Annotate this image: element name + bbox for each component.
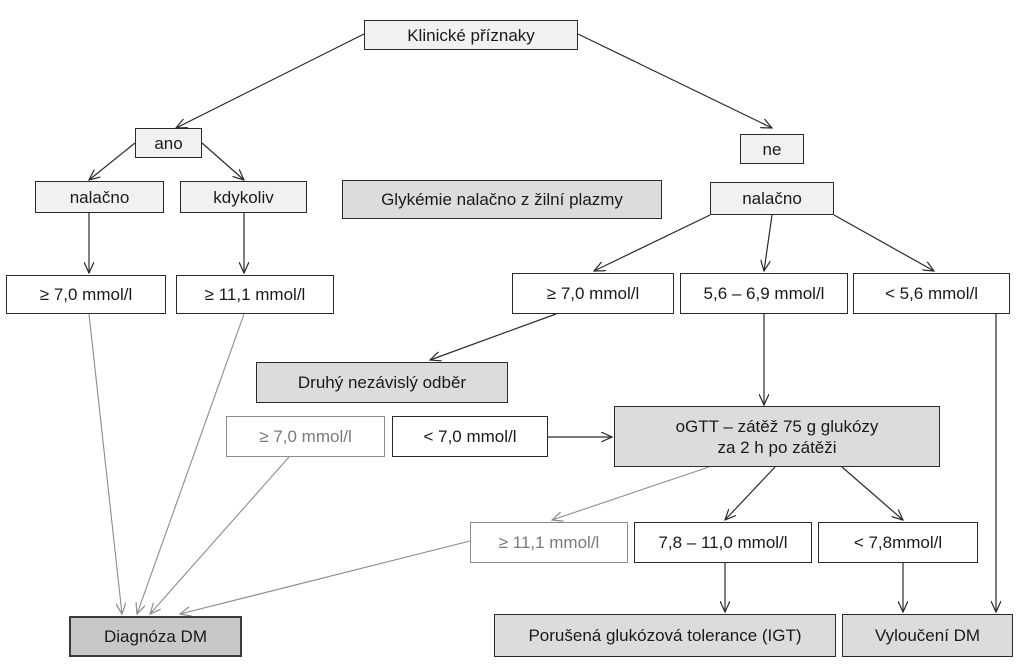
node-ge70-right: ≥ 7,0 mmol/l — [512, 273, 674, 314]
node-glykemie-nalacno: Glykémie nalačno z žilní plazmy — [342, 180, 662, 219]
node-nalacno-right: nalačno — [710, 182, 834, 215]
node-lt70: < 7,0 mmol/l — [392, 416, 548, 457]
node-nalacno-left: nalačno — [35, 181, 164, 213]
ogtt-line-1: oGTT – zátěž 75 g glukózy — [675, 416, 879, 436]
node-lt78: < 7,8mmol/l — [818, 522, 978, 563]
arrow-nalacno-right-to-56-69 — [764, 214, 773, 271]
node-klinicke-priznaky: Klinické příznaky — [364, 20, 578, 50]
node-vylouceni-dm: Vyloučení DM — [842, 614, 1013, 657]
arrow-nalacno-right-to-lt56 — [833, 214, 934, 271]
arrow-ge111-left-to-diagnoza — [137, 313, 245, 614]
node-ge70-grey: ≥ 7,0 mmol/l — [226, 416, 385, 457]
node-ogtt: oGTT – zátěž 75 g glukózy za 2 h po zátě… — [614, 406, 940, 467]
node-diagnoza-dm: Diagnóza DM — [69, 616, 242, 657]
arrow-ano-to-nalacno — [89, 142, 136, 180]
node-ne: ne — [740, 134, 804, 164]
arrow-ogtt-to-78-110 — [725, 466, 776, 520]
arrow-ano-to-kdykoliv — [201, 142, 244, 180]
node-ge111-left: ≥ 11,1 mmol/l — [176, 275, 334, 314]
arrow-ge70-grey-to-diagnoza — [150, 456, 290, 614]
ogtt-line-2: za 2 h po zátěži — [717, 437, 837, 457]
node-range-5-6-6-9: 5,6 – 6,9 mmol/l — [680, 273, 848, 314]
node-range-7-8-11-0: 7,8 – 11,0 mmol/l — [634, 522, 812, 563]
arrow-ogtt-to-lt78 — [841, 466, 903, 520]
arrow-nalacno-right-to-ge70 — [594, 214, 711, 271]
arrow-ge70-to-druhy — [430, 313, 557, 360]
arrow-ge70-left-to-diagnoza — [88, 313, 122, 614]
node-druhy-nezavisly-odber: Druhý nezávislý odběr — [256, 362, 508, 403]
node-ano: ano — [135, 128, 202, 158]
node-lt56: < 5,6 mmol/l — [853, 273, 1010, 314]
arrow-ge111-grey-to-diagnoza — [180, 540, 471, 614]
node-kdykoliv: kdykoliv — [180, 181, 307, 213]
arrow-klinicke-to-ano — [176, 33, 365, 128]
node-ge111-grey: ≥ 11,1 mmol/l — [470, 522, 628, 563]
arrow-klinicke-to-ne — [577, 33, 772, 128]
arrow-ogtt-to-ge111-grey — [552, 466, 710, 520]
node-ge70-left: ≥ 7,0 mmol/l — [6, 275, 166, 314]
node-igt: Porušená glukózová tolerance (IGT) — [494, 614, 836, 657]
